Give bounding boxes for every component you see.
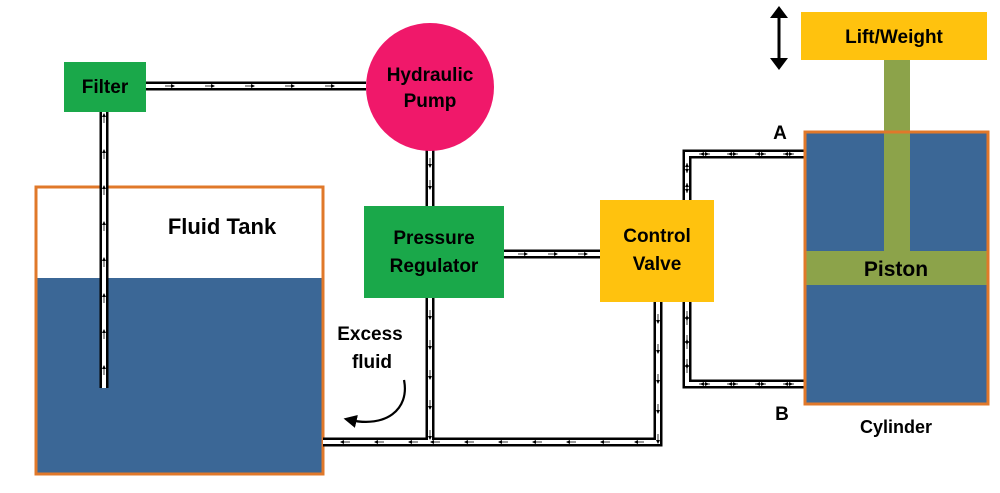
valve-label-line2: Valve xyxy=(633,254,682,275)
filter-label: Filter xyxy=(82,77,129,98)
regulator-label-line2: Regulator xyxy=(390,256,479,277)
cylinder-label: Cylinder xyxy=(860,417,932,437)
pressure-regulator: Pressure Regulator xyxy=(364,206,504,298)
curved-arrow-icon xyxy=(343,379,406,428)
valve-box xyxy=(600,200,714,302)
fluid-tank: Fluid Tank xyxy=(34,185,325,476)
excess-label-line2: fluid xyxy=(352,352,392,373)
port-a-label: A xyxy=(773,123,787,144)
regulator-label-line1: Pressure xyxy=(393,228,474,249)
valve-label-line1: Control xyxy=(623,226,691,247)
cylinder-outline xyxy=(803,130,990,406)
filter-box xyxy=(64,62,146,112)
filter: Filter xyxy=(64,62,146,112)
control-valve: Control Valve xyxy=(600,200,714,302)
excess-label-line1: Excess xyxy=(337,324,403,345)
double-headed-vertical-arrow-icon xyxy=(770,6,788,70)
tank-outline xyxy=(34,185,325,476)
port-b-label: B xyxy=(775,404,789,425)
load-label: Lift/Weight xyxy=(845,27,943,48)
pump-circle xyxy=(366,23,494,151)
lift-weight: Lift/Weight xyxy=(801,12,987,60)
piston-label: Piston xyxy=(864,258,928,281)
regulator-box xyxy=(364,206,504,298)
pipe-network xyxy=(99,81,805,447)
piston-rod-inner xyxy=(884,133,910,255)
tank-label: Fluid Tank xyxy=(168,214,277,239)
pump-label-line1: Hydraulic xyxy=(387,65,474,86)
cylinder: Piston Cylinder xyxy=(803,60,990,437)
piston-head xyxy=(806,251,987,285)
pump-label-line2: Pump xyxy=(404,91,457,112)
excess-fluid-annotation: Excess fluid xyxy=(337,324,406,428)
hydraulic-pump: Hydraulic Pump xyxy=(366,23,494,151)
load-box xyxy=(801,12,987,60)
tank-fluid xyxy=(37,278,323,474)
